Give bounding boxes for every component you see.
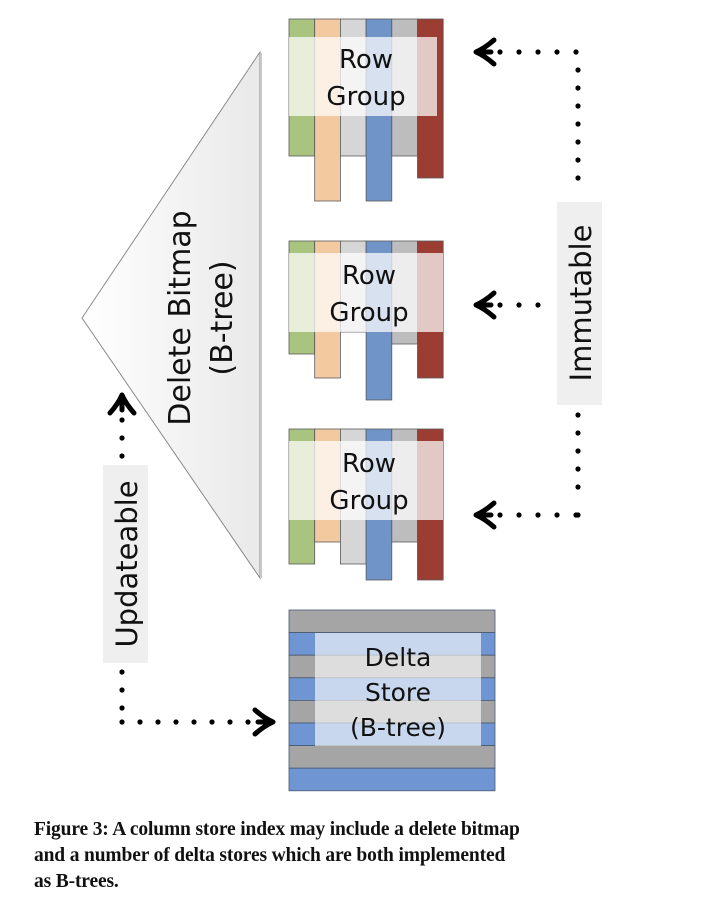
dot <box>497 49 503 55</box>
row-group-overlay <box>289 441 443 520</box>
delete-bitmap: Delete Bitmap (B-tree) <box>81 50 262 580</box>
dot <box>575 157 581 163</box>
arrow-right-icon <box>252 707 276 737</box>
dot <box>119 669 125 675</box>
updateable-label: Updateable <box>110 480 144 647</box>
dot <box>516 49 522 55</box>
row-group-label-line1: Row <box>342 261 396 291</box>
row-group-label-line1: Row <box>339 45 393 75</box>
dot <box>119 435 125 441</box>
delta-stripe-gray <box>288 609 496 634</box>
updateable-connector: Updateable <box>103 392 276 737</box>
arrow-left-icon <box>473 500 497 530</box>
dot <box>227 719 233 725</box>
dot <box>119 705 125 711</box>
row-group-overlay <box>289 253 443 332</box>
dot <box>209 719 215 725</box>
column-store-diagram: Delete Bitmap (B-tree) RowGroupRowGroupR… <box>81 18 602 792</box>
delta-store-overlay <box>315 633 481 746</box>
dot <box>155 719 161 725</box>
dot <box>554 49 560 55</box>
row-group-label-line2: Group <box>326 82 405 112</box>
delta-store-label-line1: Delta <box>365 643 432 672</box>
immutable-dotted-line <box>497 49 581 518</box>
delta-stripe-gray <box>288 745 496 769</box>
dot <box>575 139 581 145</box>
updateable-dotted-line <box>119 417 251 725</box>
dot <box>245 719 251 725</box>
row-group-label-line1: Row <box>342 449 396 479</box>
dot <box>575 484 581 490</box>
row-group-label-line2: Group <box>329 298 408 328</box>
dot <box>173 719 179 725</box>
arrow-left-icon <box>473 290 497 320</box>
immutable-label-box <box>557 202 602 405</box>
dot <box>119 687 125 693</box>
dot <box>119 453 125 459</box>
delete-bitmap-label-line1: Delete Bitmap <box>163 210 198 425</box>
dot <box>535 49 541 55</box>
dot <box>554 512 560 518</box>
arrow-up-icon <box>107 392 137 416</box>
delta-store-label-line3: (B-tree) <box>350 713 446 742</box>
arrow-left-icon <box>473 37 497 67</box>
immutable-label: Immutable <box>564 225 598 382</box>
dot <box>575 412 581 418</box>
dot <box>497 302 503 308</box>
dot <box>573 512 579 518</box>
dot <box>575 67 581 73</box>
dot <box>119 719 125 725</box>
caption-line-2: and a number of delta stores which are b… <box>34 845 506 866</box>
delta-store-label-line2: Store <box>365 678 431 707</box>
row-group-overlay <box>289 37 437 116</box>
dot <box>575 175 581 181</box>
dot <box>575 466 581 472</box>
dot <box>516 302 522 308</box>
dot <box>119 417 125 423</box>
dot <box>575 121 581 127</box>
row-group-label-line2: Group <box>329 486 408 516</box>
dot <box>535 302 541 308</box>
figure-caption: Figure 3: A column store index may inclu… <box>34 817 694 895</box>
delta-stripe-blue <box>288 767 496 792</box>
dot <box>137 719 143 725</box>
delete-bitmap-label-line2: (B-tree) <box>205 260 240 375</box>
dot <box>191 719 197 725</box>
dot <box>575 448 581 454</box>
updateable-label-box <box>103 465 148 663</box>
dot <box>497 512 503 518</box>
dot <box>575 430 581 436</box>
caption-line-3: as B-trees. <box>34 871 119 892</box>
dot <box>573 49 579 55</box>
dot <box>575 85 581 91</box>
immutable-connector: Immutable <box>473 37 602 530</box>
caption-line-1: Figure 3: A column store index may inclu… <box>34 819 520 840</box>
dot <box>535 512 541 518</box>
dot <box>516 512 522 518</box>
dot <box>575 103 581 109</box>
